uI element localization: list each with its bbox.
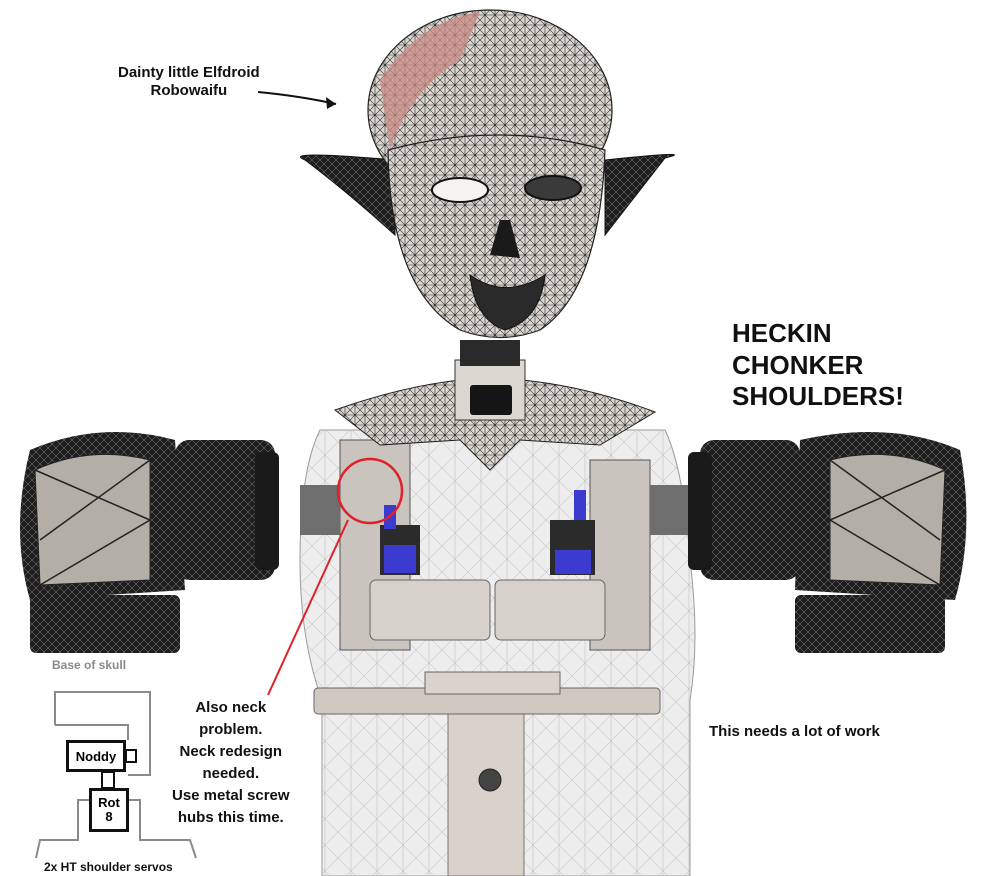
shoulders-line3: SHOULDERS! [732, 381, 904, 412]
shoulders-line2: CHONKER [732, 349, 864, 380]
neck-note-line2: problem. [199, 721, 263, 738]
chest-mechanism [300, 439, 690, 651]
collar [333, 340, 657, 471]
schematic-lines [35, 691, 197, 859]
neck-note-line1: Also neck [195, 699, 267, 716]
shoulder-servos-label: 2x HT shoulder servos [44, 860, 173, 874]
neck-note-line5: Use metal screw [172, 787, 290, 804]
neck-problem-highlight [267, 457, 404, 696]
neck-note-line6: hubs this time. [177, 809, 284, 826]
neck-note: Also neck problem. Neck redesign needed.… [172, 699, 290, 831]
shoulders-callout: HECKIN CHONKER SHOULDERS! [732, 318, 904, 413]
shoulders-line1: HECKIN [732, 318, 832, 348]
work-note: This needs a lot of work [709, 723, 880, 740]
rot-label-line1: Rot [98, 794, 120, 810]
neck-note-line3: Neck redesign [179, 743, 283, 760]
head-label-line2: Robowaifu [150, 82, 228, 99]
head-label: Dainty little Elfdroid Robowaifu [118, 64, 260, 100]
rot-label-line2: 8 [105, 809, 113, 824]
base-of-skull-label: Base of skull [52, 658, 127, 672]
neck-note-line4: needed. [202, 765, 260, 782]
noddy-label: Noddy [75, 748, 117, 764]
noddy-servo-box: Noddy [66, 740, 126, 772]
right-shoulder [688, 432, 967, 653]
head-arrow [257, 91, 337, 109]
left-shoulder [20, 432, 279, 653]
head [300, 9, 675, 339]
rot-servo-box: Rot 8 [89, 788, 129, 832]
spine-post [313, 671, 661, 876]
head-label-line1: Dainty little Elfdroid [118, 64, 260, 81]
